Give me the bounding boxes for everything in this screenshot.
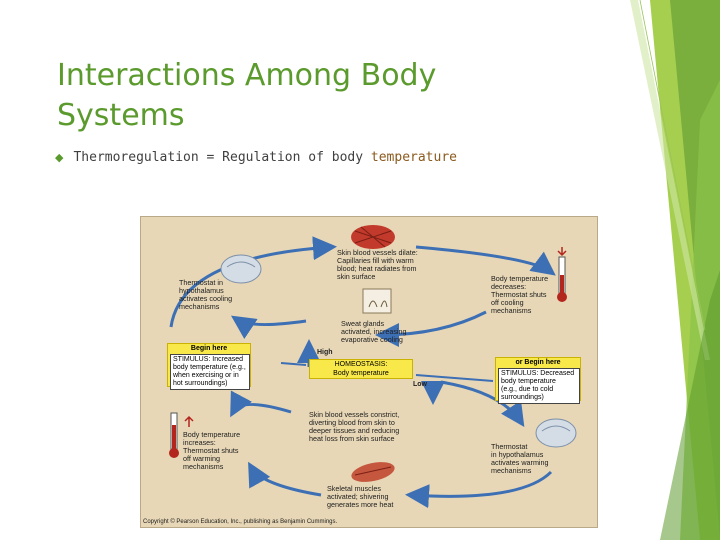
copyright-text: Copyright © Pearson Education, Inc., pub…	[143, 519, 338, 525]
begin-here-right: or Begin here	[515, 359, 561, 366]
label-thermostat-warming: Thermostat in hypothalamus activates war…	[491, 442, 549, 475]
label-low: Low	[413, 381, 427, 388]
label-body-temp-decreases: Body temperature decreases: Thermostat s…	[491, 274, 549, 315]
brain-icon-lower	[535, 418, 577, 448]
bullet-text: = Regulation of body	[198, 150, 371, 165]
label-body-temp-increases: Body temperature increases: Thermostat s…	[183, 430, 241, 471]
thermoregulation-diagram: Skin blood vessels dilate: Capillaries f…	[140, 216, 598, 528]
stimulus-decreased: STIMULUS: Decreased body temperature (e.…	[498, 368, 580, 404]
begin-here-left-box: Begin here STIMULUS: Increased body temp…	[167, 343, 251, 390]
begin-here-left: Begin here	[190, 345, 228, 352]
bullet-keyword: temperature	[370, 150, 457, 165]
label-skin-vessels-dilate: Skin blood vessels dilate: Capillaries f…	[337, 248, 418, 281]
sweat-gland-icon	[362, 288, 392, 314]
thermometer-rising-icon	[169, 412, 194, 458]
bullet-term: Thermoregulation	[73, 150, 199, 165]
label-thermostat-cooling: Thermostat in hypothalamus activates coo…	[179, 278, 233, 311]
skeletal-muscle-icon	[351, 462, 395, 482]
label-skin-vessels-constrict: Skin blood vessels constrict, diverting …	[309, 410, 400, 443]
brain-icon-upper	[220, 254, 262, 284]
label-sweat-glands: Sweat glands activated, increasing evapo…	[341, 319, 407, 344]
bullet-item: ◆ Thermoregulation = Regulation of body t…	[55, 150, 457, 165]
homeostasis-box: HOMEOSTASIS: Body temperature	[309, 359, 413, 379]
thermometer-falling-icon	[557, 247, 567, 302]
diamond-bullet-icon: ◆	[55, 151, 64, 164]
slide-title: Interactions Among Body Systems	[57, 58, 437, 133]
decorative-green-shapes	[630, 0, 720, 540]
blood-vessels-dilated-icon	[351, 225, 395, 249]
begin-here-right-box: or Begin here STIMULUS: Decreased body t…	[495, 357, 581, 404]
stimulus-increased: STIMULUS: Increased body temperature (e.…	[170, 354, 250, 390]
diagram-arrows	[169, 225, 577, 509]
label-skeletal-muscles: Skeletal muscles activated; shivering ge…	[327, 484, 394, 509]
label-high: High	[317, 349, 333, 356]
